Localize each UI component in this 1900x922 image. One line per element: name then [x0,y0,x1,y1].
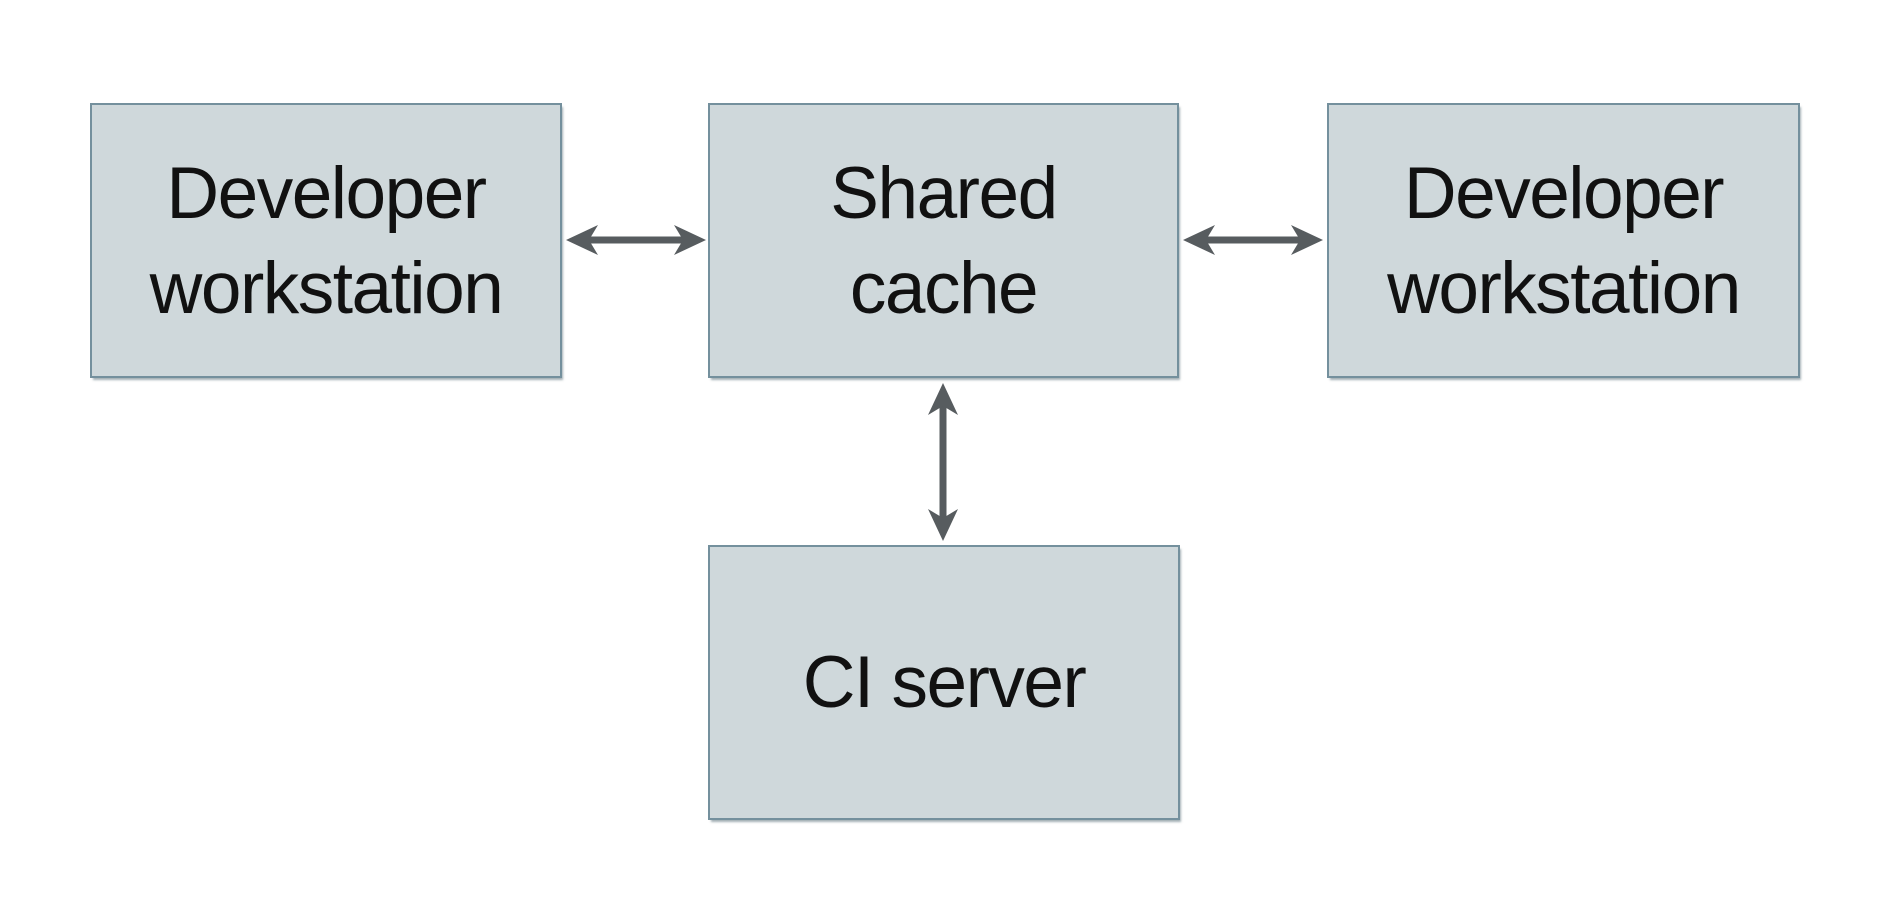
node-label-ci-server: CI server [802,642,1087,723]
arrowhead-right-icon [1291,225,1323,255]
arrowhead-right-icon [674,225,706,255]
arrow-shared-cache-ci-server [928,383,958,541]
node-label-shared-cache: Shared cache [830,152,1058,329]
node-label-developer-workstation-right: Developer workstation [1387,152,1741,329]
arrowhead-left-icon [566,225,598,255]
arrow-shared-cache-dev-right [1183,225,1323,255]
arrow-dev-left-shared-cache [566,225,706,255]
node-developer-workstation-right: Developer workstation [1327,103,1800,378]
node-label-developer-workstation-left: Developer workstation [149,152,504,329]
node-developer-workstation-left: Developer workstation [90,103,562,378]
node-ci-server: CI server [708,545,1180,820]
arrowhead-down-icon [928,509,958,541]
arrowhead-left-icon [1183,225,1215,255]
node-shared-cache: Shared cache [708,103,1179,378]
arrowhead-up-icon [928,383,958,415]
